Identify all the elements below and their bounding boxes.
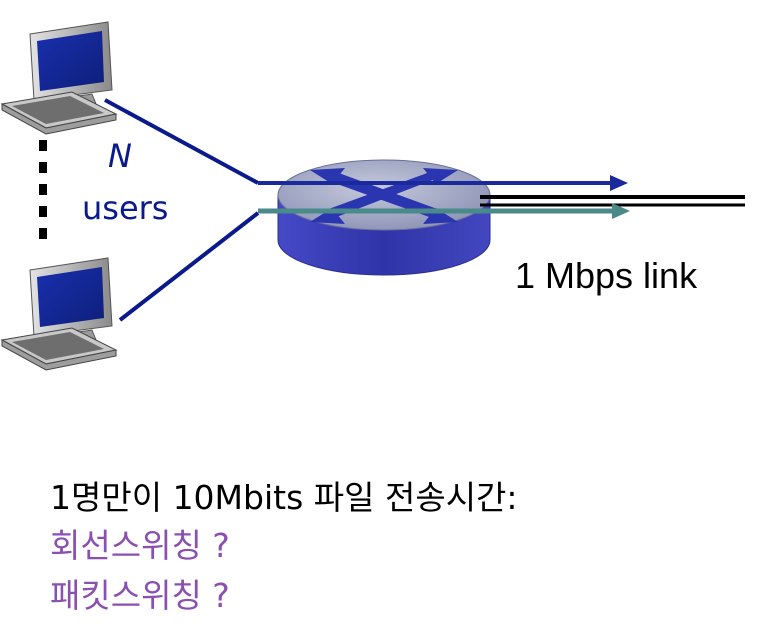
- computer-icon: [0, 257, 118, 371]
- router-icon: [277, 159, 491, 276]
- flow-arrow-1: [258, 175, 628, 191]
- ellipsis-dots: [39, 140, 47, 239]
- users-text-label: users: [82, 189, 168, 227]
- user-link-bottom: [118, 211, 260, 322]
- flow-arrow-2: [258, 203, 630, 219]
- computer-icon: [0, 21, 118, 135]
- users-count-label: N: [108, 137, 132, 175]
- question-title: 1명만이 10Mbits 파일 전송시간:: [50, 478, 518, 517]
- link-capacity-label: 1 Mbps link: [515, 255, 698, 296]
- packet-switching-question: 패킷스위칭 ?: [50, 576, 230, 615]
- circuit-switching-question: 회선스위칭 ?: [50, 526, 230, 565]
- user-link-top: [104, 98, 259, 185]
